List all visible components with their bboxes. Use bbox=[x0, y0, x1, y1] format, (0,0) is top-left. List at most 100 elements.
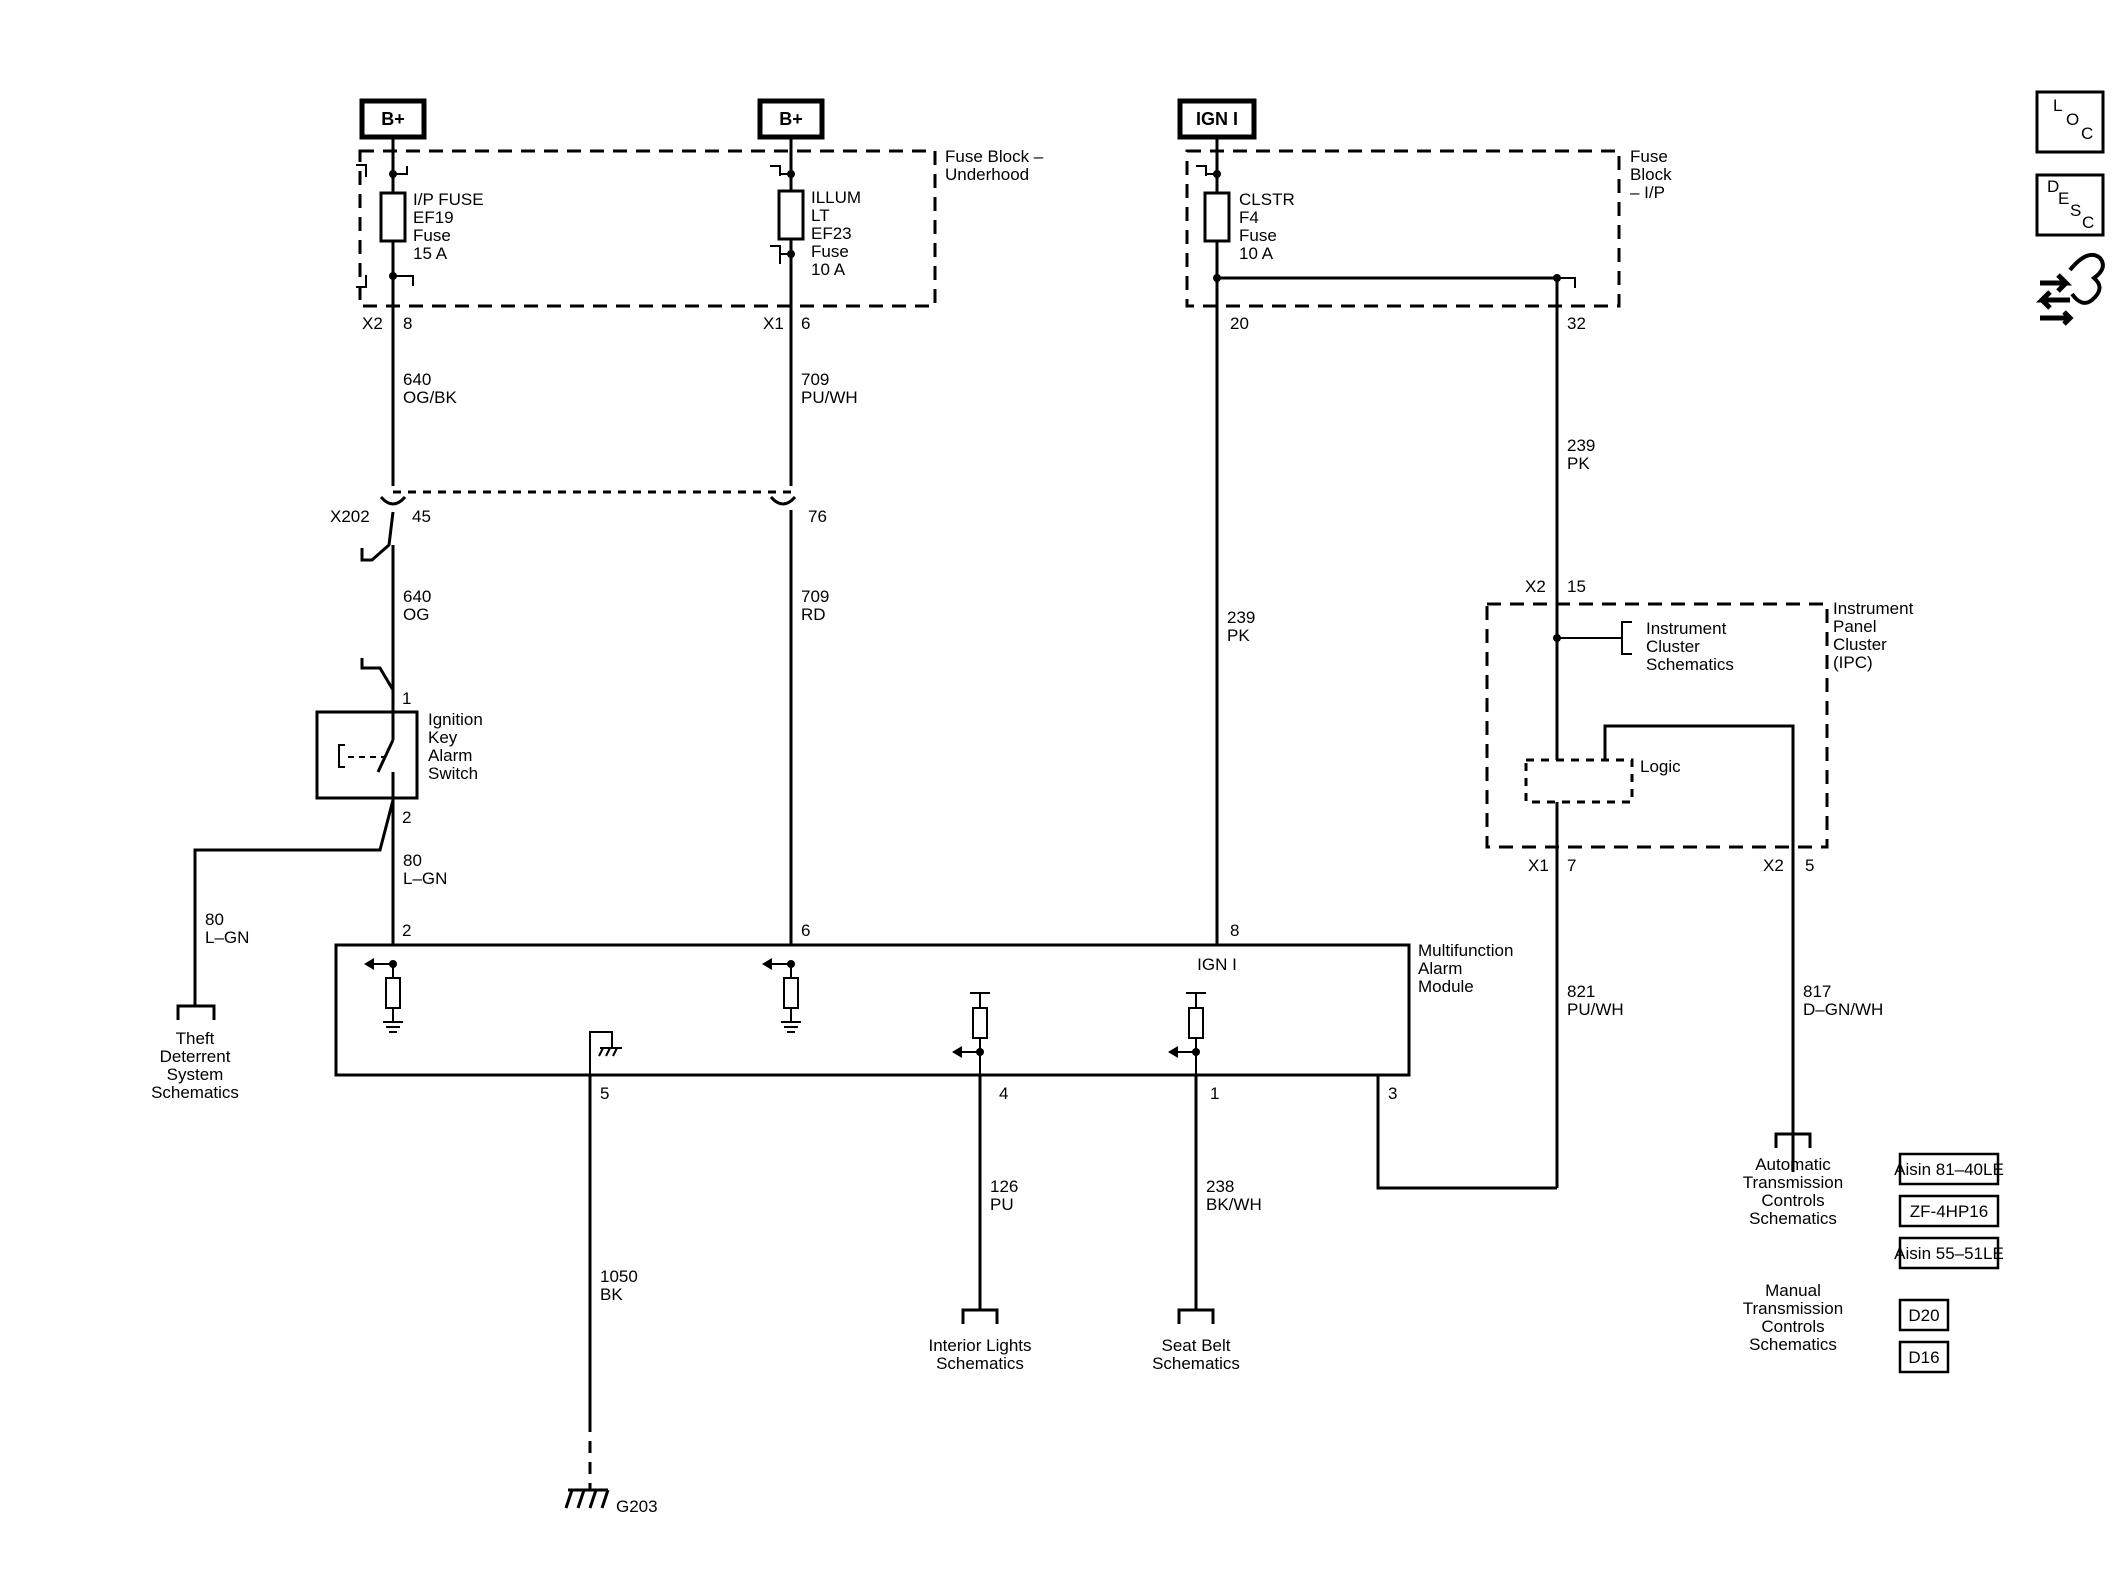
theft-ref-line4: Schematics bbox=[151, 1083, 239, 1102]
wire-821-num: 821 bbox=[1567, 982, 1595, 1001]
manual-trans-ref-line1: Manual bbox=[1765, 1281, 1821, 1300]
ipc-logic-label: Logic bbox=[1640, 757, 1681, 776]
wire-640-num-b: 640 bbox=[403, 587, 431, 606]
wire-640-color-b: OG bbox=[403, 605, 429, 624]
pin-ipc-x2: X2 bbox=[1525, 577, 1546, 596]
wire-239-color-a: PK bbox=[1567, 454, 1590, 473]
fuse-ef23-line5: 10 A bbox=[811, 260, 846, 279]
wire-1050-num: 1050 bbox=[600, 1267, 638, 1286]
circuit-821 bbox=[1376, 1075, 1557, 1190]
ignition-key-alarm-switch bbox=[315, 710, 419, 800]
auto-trans-ref-line4: Schematics bbox=[1749, 1209, 1837, 1228]
fuse-ef23-line3: EF23 bbox=[811, 224, 852, 243]
interior-ref-line1: Interior Lights bbox=[929, 1336, 1032, 1355]
wire-640-color-a: OG/BK bbox=[403, 388, 458, 407]
fuse-block-underhood-label: Fuse Block – bbox=[945, 147, 1044, 166]
pin-x202-76: 76 bbox=[808, 507, 827, 526]
theft-ref-line1: Theft bbox=[176, 1029, 215, 1048]
wire-238-num: 238 bbox=[1206, 1177, 1234, 1196]
pin-ipc-7: 7 bbox=[1567, 856, 1576, 875]
power-ign-label: IGN I bbox=[1196, 109, 1238, 129]
pin-x1-6: 6 bbox=[801, 314, 810, 333]
power-bplus-left-label: B+ bbox=[381, 109, 405, 129]
pin-ipc-x2b: X2 bbox=[1763, 856, 1784, 875]
d16-label: D16 bbox=[1908, 1348, 1939, 1367]
zf-4hp16-button[interactable]: ZF-4HP16 bbox=[1898, 1194, 2000, 1228]
seatbelt-ref-line2: Schematics bbox=[1152, 1354, 1240, 1373]
fuse-block-ip-label-3: – I/P bbox=[1630, 183, 1665, 202]
wire-821-color: PU/WH bbox=[1567, 1000, 1624, 1019]
module-line1: Multifunction bbox=[1418, 941, 1513, 960]
fuse-ef23-line2: LT bbox=[811, 206, 830, 225]
desc-button[interactable]: D E S C bbox=[2035, 173, 2105, 237]
wire-80-color-b: L–GN bbox=[205, 928, 249, 947]
wire-80-num-a: 80 bbox=[403, 851, 422, 870]
fuse-ef19-line2: EF19 bbox=[413, 208, 454, 227]
aisin-81-40le-button[interactable]: Aisin 81–40LE bbox=[1894, 1152, 2004, 1186]
aisin-55-51le-button[interactable]: Aisin 55–51LE bbox=[1894, 1236, 2004, 1270]
interior-ref-line2: Schematics bbox=[936, 1354, 1024, 1373]
connector-x202 bbox=[393, 490, 797, 506]
auto-trans-ref-line3: Controls bbox=[1761, 1191, 1824, 1210]
pin-32: 32 bbox=[1567, 314, 1586, 333]
fuse-ef19-line4: 15 A bbox=[413, 244, 448, 263]
wire-239-num-b: 239 bbox=[1227, 608, 1255, 627]
wire-1050-color: BK bbox=[600, 1285, 623, 1304]
theft-ref-line2: Deterrent bbox=[160, 1047, 231, 1066]
loc-button[interactable]: L O C bbox=[2035, 90, 2105, 154]
wire-817-num: 817 bbox=[1803, 982, 1831, 1001]
module-internal-pin6 bbox=[762, 958, 801, 1033]
manual-trans-ref-line3: Controls bbox=[1761, 1317, 1824, 1336]
pin-x202: X202 bbox=[330, 507, 370, 526]
fuse-ef19-line1: I/P FUSE bbox=[413, 190, 484, 209]
ipc-line1: Instrument bbox=[1833, 599, 1914, 618]
desc-d: D bbox=[2047, 177, 2059, 196]
power-bplus-left: B+ bbox=[359, 98, 427, 140]
circuit-126 bbox=[961, 1075, 999, 1324]
fuse-block-ip-label: Fuse bbox=[1630, 147, 1668, 166]
wire-238-color: BK/WH bbox=[1206, 1195, 1262, 1214]
wire-239-num-a: 239 bbox=[1567, 436, 1595, 455]
fuse-f4-line3: Fuse bbox=[1239, 226, 1277, 245]
ipc-ref-line3: Schematics bbox=[1646, 655, 1734, 674]
switch-line1: Ignition bbox=[428, 710, 483, 729]
pin-x1: X1 bbox=[763, 314, 784, 333]
circuit-640 bbox=[193, 306, 407, 1005]
pin-mam-5: 5 bbox=[600, 1084, 609, 1103]
theft-ref-symbol bbox=[176, 1004, 216, 1020]
loc-l: L bbox=[2053, 96, 2062, 115]
d20-button[interactable]: D20 bbox=[1898, 1298, 1950, 1332]
wire-709-num-a: 709 bbox=[801, 370, 829, 389]
wire-80-num-b: 80 bbox=[205, 910, 224, 929]
pin-switch-2: 2 bbox=[402, 808, 411, 827]
d20-label: D20 bbox=[1908, 1306, 1939, 1325]
ipc-line4: (IPC) bbox=[1833, 653, 1873, 672]
pin-mam-1: 1 bbox=[1210, 1084, 1219, 1103]
pin-x202-45: 45 bbox=[412, 507, 431, 526]
fuse-ef23-line1: ILLUM bbox=[811, 188, 861, 207]
ipc-ref-line1: Instrument bbox=[1646, 619, 1727, 638]
multifunction-alarm-module bbox=[334, 943, 1411, 1077]
fuse-block-ip bbox=[1185, 149, 1621, 308]
module-line3: Module bbox=[1418, 977, 1474, 996]
d16-button[interactable]: D16 bbox=[1898, 1340, 1950, 1374]
wire-126-num: 126 bbox=[990, 1177, 1018, 1196]
ipc-ref-line2: Cluster bbox=[1646, 637, 1700, 656]
manual-trans-ref-line4: Schematics bbox=[1749, 1335, 1837, 1354]
module-internal-ground bbox=[589, 1031, 622, 1075]
desc-c: C bbox=[2082, 213, 2094, 232]
loc-o: O bbox=[2066, 110, 2079, 129]
fuse-ef19 bbox=[356, 137, 414, 325]
fuse-f4 bbox=[1196, 137, 1576, 945]
module-internal-pin4 bbox=[952, 992, 990, 1075]
ipc-line3: Cluster bbox=[1833, 635, 1887, 654]
aisin-81-40le-label: Aisin 81–40LE bbox=[1894, 1160, 2004, 1179]
switch-line2: Key bbox=[428, 728, 458, 747]
power-bplus-mid: B+ bbox=[757, 98, 825, 140]
wire-817-color: D–GN/WH bbox=[1803, 1000, 1883, 1019]
theft-ref-line3: System bbox=[167, 1065, 224, 1084]
module-line2: Alarm bbox=[1418, 959, 1462, 978]
ipc-line2: Panel bbox=[1833, 617, 1876, 636]
service-tool-icon[interactable] bbox=[2035, 253, 2105, 326]
ground-g203-label: G203 bbox=[616, 1497, 658, 1516]
